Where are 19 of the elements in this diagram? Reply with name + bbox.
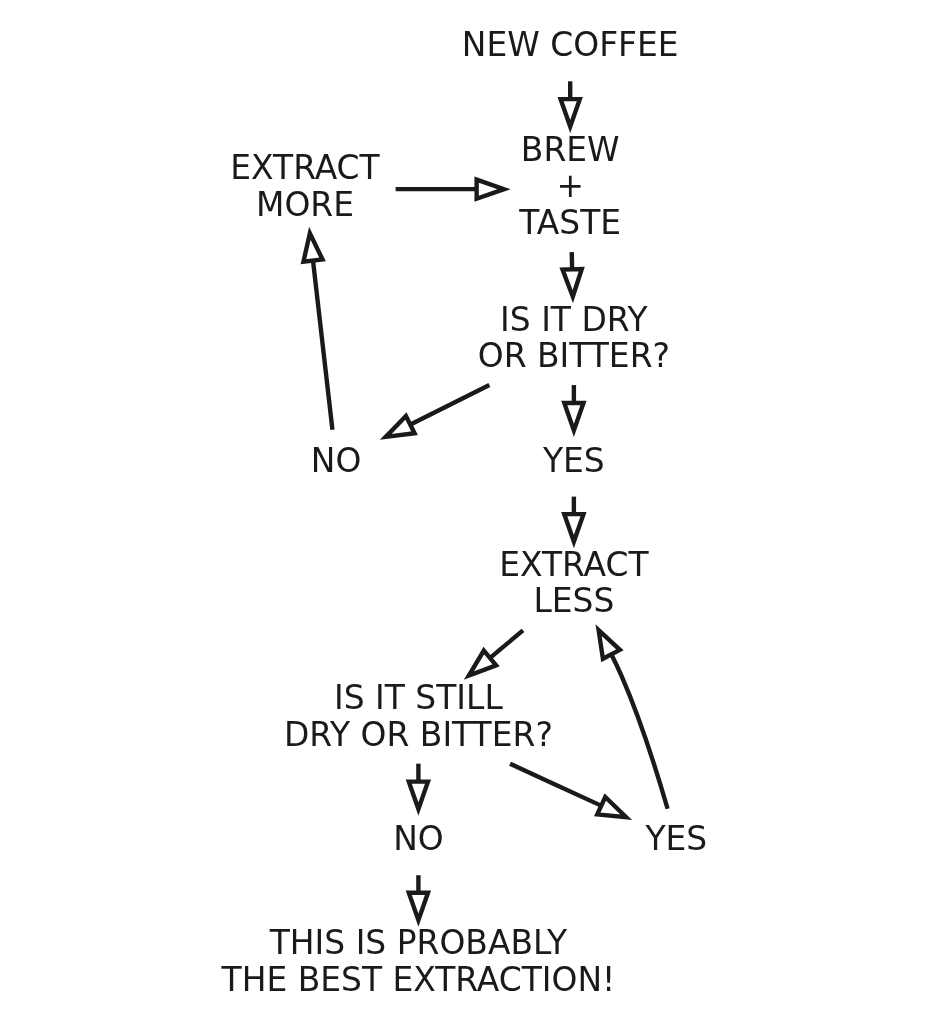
arrow (509, 761, 633, 820)
node-text: NO (310, 440, 362, 480)
node-text: YES (542, 440, 605, 480)
node-text: THIS IS PROBABLY THE BEST EXTRACTION! (221, 923, 616, 1000)
arrow (405, 875, 432, 927)
node-text: IS IT DRY OR BITTER? (477, 299, 670, 376)
arrow (463, 628, 525, 680)
arrow (300, 226, 335, 431)
node-text: IS IT STILL DRY OR BITTER? (283, 678, 553, 754)
node-text: NO (393, 819, 444, 859)
arrow (379, 383, 491, 440)
node-text: NEW COFFEE (461, 25, 679, 65)
node-text: EXTRACT LESS (499, 544, 649, 621)
node-text: YES (645, 819, 708, 859)
arrow (405, 763, 432, 816)
arrow (395, 176, 511, 202)
node-text: BREW + TASTE (519, 129, 622, 242)
node-text: EXTRACT MORE (230, 147, 380, 224)
arrow (595, 624, 670, 810)
